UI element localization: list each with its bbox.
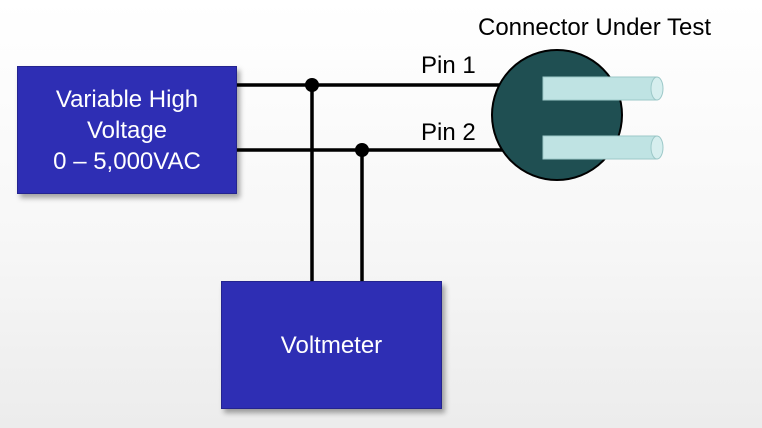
connector-pin-2 xyxy=(542,135,664,160)
connector-body xyxy=(491,49,623,181)
source-label-line-2: Voltage xyxy=(86,116,168,144)
variable-high-voltage-source: Variable High Voltage 0 – 5,000VAC xyxy=(17,66,237,194)
wires xyxy=(237,83,505,281)
connector-pin-1 xyxy=(542,76,664,101)
pin-1-label: Pin 1 xyxy=(421,52,476,79)
voltmeter-box: Voltmeter xyxy=(221,281,442,409)
junction-dot-2 xyxy=(355,143,369,157)
voltmeter-label: Voltmeter xyxy=(280,331,383,359)
pin-2-label: Pin 2 xyxy=(421,119,476,146)
source-label-line-3: 0 – 5,000VAC xyxy=(53,147,201,175)
connector-title: Connector Under Test xyxy=(478,14,712,41)
connector-under-test xyxy=(491,49,664,181)
source-label-line-1: Variable High xyxy=(55,85,199,113)
junction-dot-1 xyxy=(305,78,319,92)
